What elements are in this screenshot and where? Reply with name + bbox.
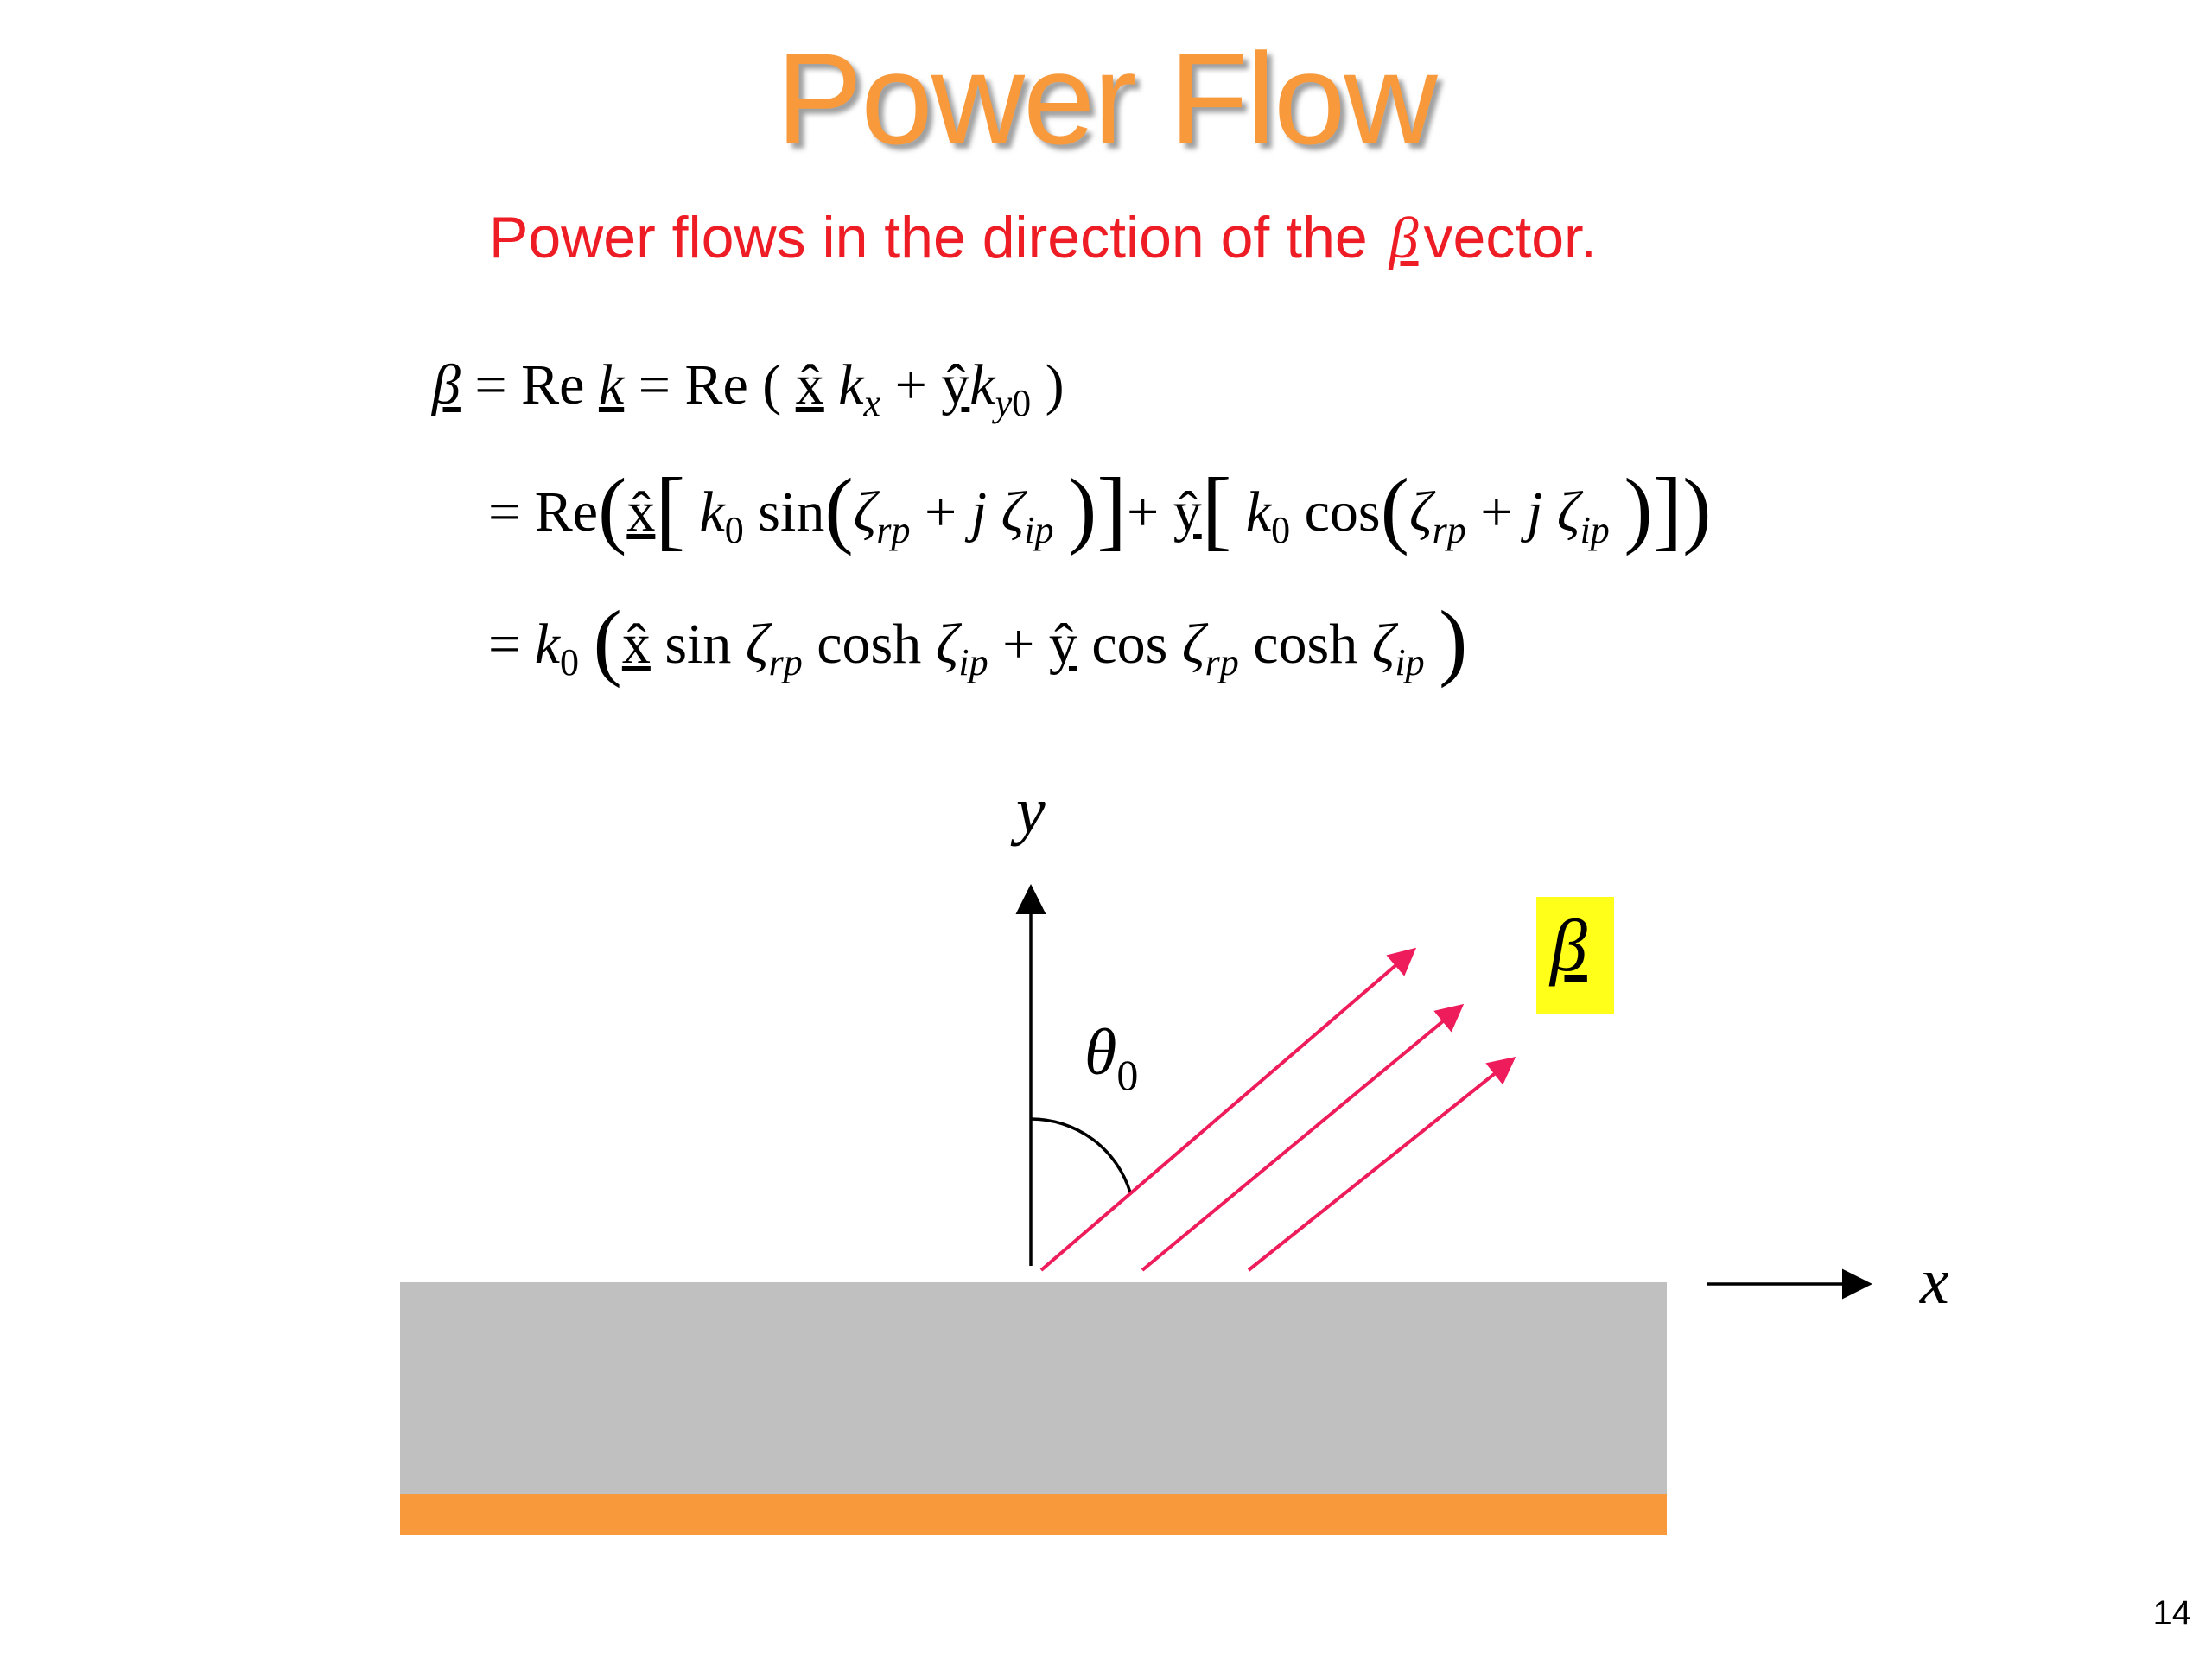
equation-line-1: β = Re k = Re ( x̂ kx + ŷky0 )	[432, 353, 1065, 424]
subtitle-text-end: vector.	[1423, 205, 1597, 270]
subtitle-beta-symbol: β	[1389, 205, 1419, 270]
dielectric-slab	[400, 1282, 1667, 1494]
angle-label: θ0	[1084, 1015, 1138, 1100]
page-number: 14	[2152, 1594, 2192, 1632]
equation-line-2: = Re(x̂[ k0 sin(ζrp + j ζip )]+ ŷ[ k0 co…	[488, 460, 1712, 559]
equation-line-3: = k0 (x̂ sin ζrp cosh ζip + ŷ cos ζrp co…	[488, 593, 1468, 689]
subtitle-text-start: Power flows in the direction of the	[489, 205, 1368, 270]
angle-subscript: 0	[1116, 1051, 1139, 1099]
y-axis-label: y	[1016, 774, 1046, 847]
beta-ray-3	[1247, 1057, 1516, 1272]
subtitle: Power flows in the direction of the βvec…	[489, 204, 1597, 272]
beta-vector-label-box: β	[1536, 897, 1614, 1014]
beta-ray-2	[1141, 1003, 1465, 1272]
angle-symbol: θ	[1084, 1016, 1117, 1089]
beta-vector-label: β	[1550, 904, 1587, 987]
slide-title: Power Flow	[776, 26, 1438, 171]
ground-plane	[400, 1494, 1667, 1535]
angle-arc	[1030, 1117, 1132, 1193]
beta-ray-1	[1039, 947, 1417, 1272]
x-axis-label: x	[1920, 1245, 1949, 1318]
